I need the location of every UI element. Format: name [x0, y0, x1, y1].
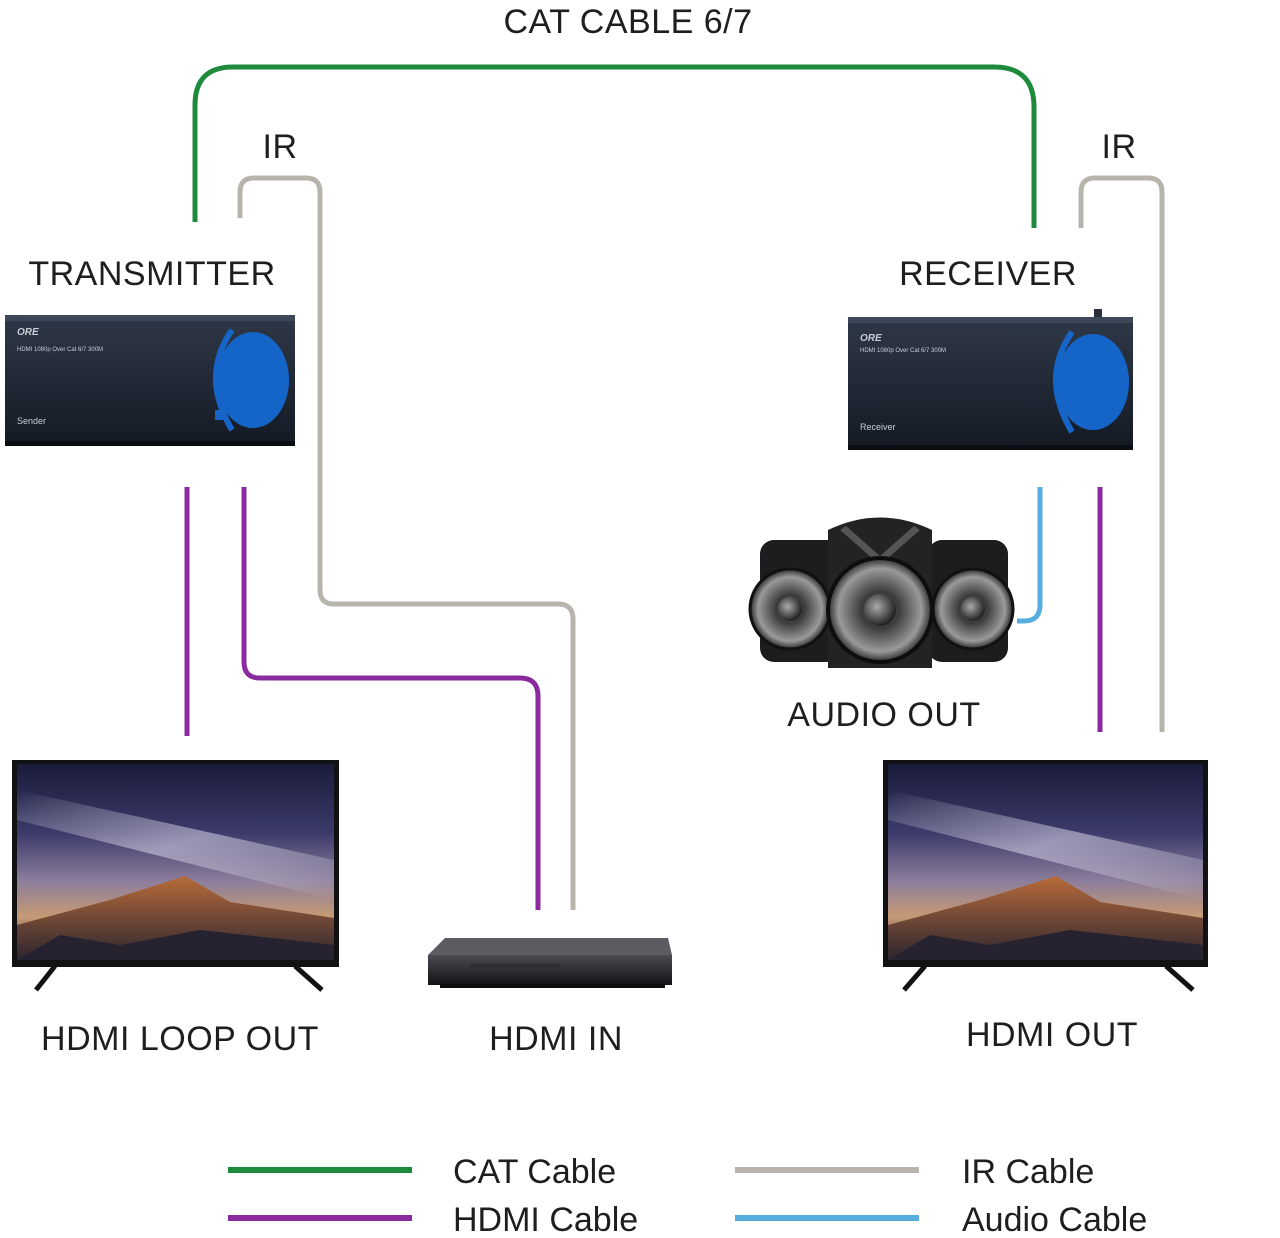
- legend-label-cat: CAT Cable: [453, 1153, 616, 1191]
- receiver-name: Receiver: [860, 422, 896, 432]
- audio-out-label: AUDIO OUT: [787, 696, 980, 734]
- hdmi-cable-in: [241, 487, 541, 910]
- legend-label-ir: IR Cable: [962, 1153, 1094, 1191]
- legend-label-hdmi: HDMI Cable: [453, 1201, 638, 1238]
- receiver-label: RECEIVER: [899, 255, 1077, 293]
- receiver-device: ORE HDMI 1080p Over Cat 6/7 300M Receive…: [848, 309, 1133, 450]
- transmitter-label: TRANSMITTER: [28, 255, 275, 293]
- loop-out-tv: [12, 760, 339, 992]
- transmitter-model: HDMI 1080p Over Cat 6/7 300M: [17, 347, 103, 353]
- ir-cable-receiver: [1078, 175, 1165, 732]
- cat-cable-line: [192, 64, 1037, 228]
- hdmi-out-label: HDMI OUT: [966, 1016, 1138, 1054]
- hdmi-loop-out-label: HDMI LOOP OUT: [41, 1020, 319, 1058]
- transmitter-name: Sender: [17, 416, 46, 426]
- speakers: [748, 517, 1015, 668]
- ir-label-right: IR: [1102, 128, 1137, 166]
- legend: [228, 1167, 919, 1221]
- hdmi-out-tv: [883, 760, 1208, 992]
- audio-cable-line: [1017, 487, 1043, 624]
- receiver-brand: ORE: [860, 333, 882, 344]
- hdmi-in-label: HDMI IN: [489, 1020, 623, 1058]
- cat-cable-label: CAT CABLE 6/7: [503, 3, 752, 41]
- receiver-model: HDMI 1080p Over Cat 6/7 300M: [860, 348, 946, 354]
- legend-label-audio: Audio Cable: [962, 1201, 1147, 1238]
- ir-label-left: IR: [263, 128, 298, 166]
- transmitter-brand: ORE: [17, 327, 39, 338]
- transmitter-device: ORE HDMI 1080p Over Cat 6/7 300M Sender: [5, 315, 295, 446]
- media-player: [428, 938, 672, 988]
- ir-cable-transmitter: [237, 175, 576, 910]
